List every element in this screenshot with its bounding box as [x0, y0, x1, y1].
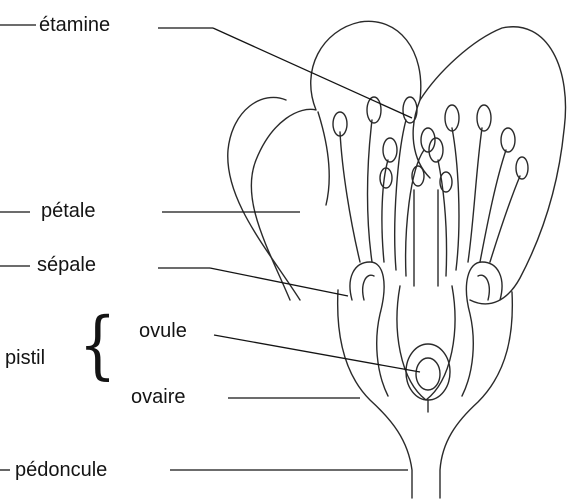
- petal-left-outline: [228, 97, 300, 300]
- stamen-filament: [438, 160, 447, 276]
- petal-outline: [251, 21, 565, 304]
- ovule-inner: [416, 358, 440, 390]
- petal-inner-fold-2: [318, 112, 329, 205]
- receptacle-outline: [338, 290, 412, 498]
- sepal-left-inner: [363, 275, 374, 300]
- sepal-right: [462, 262, 502, 396]
- label-sepale: sépale: [34, 253, 99, 277]
- anther: [403, 97, 417, 123]
- leader-etamine-pointer: [213, 28, 412, 118]
- label-etamine: étamine: [36, 13, 113, 37]
- label-ovaire: ovaire: [128, 385, 188, 409]
- style: [414, 190, 438, 286]
- stamen-filament: [452, 128, 459, 270]
- stamen-filament: [468, 128, 482, 262]
- label-pistil: pistil: [2, 346, 48, 370]
- label-ovule: ovule: [136, 319, 190, 343]
- sepal-left: [350, 262, 388, 396]
- stamen-filament: [382, 160, 388, 262]
- leader-sepale-pointer: [210, 268, 348, 296]
- sepal-right-inner: [478, 275, 489, 300]
- stamen-filament: [340, 132, 360, 262]
- anther: [501, 128, 515, 152]
- receptacle-outline-right: [440, 292, 512, 498]
- anther: [445, 105, 459, 131]
- stamen-filament: [368, 120, 373, 262]
- leader-ovule: [214, 335, 420, 372]
- pistil-brace: {: [79, 308, 117, 382]
- stamen-filament: [480, 150, 506, 262]
- anther: [477, 105, 491, 131]
- ovule: [406, 344, 450, 400]
- label-pedoncule: pédoncule: [12, 458, 110, 482]
- stamen-filament: [490, 176, 520, 262]
- label-petale: pétale: [38, 199, 99, 223]
- ovary-wall: [397, 286, 455, 400]
- anther: [383, 138, 397, 162]
- stamen-filament: [395, 120, 406, 270]
- stamen-filament: [406, 150, 424, 276]
- anther: [516, 157, 528, 179]
